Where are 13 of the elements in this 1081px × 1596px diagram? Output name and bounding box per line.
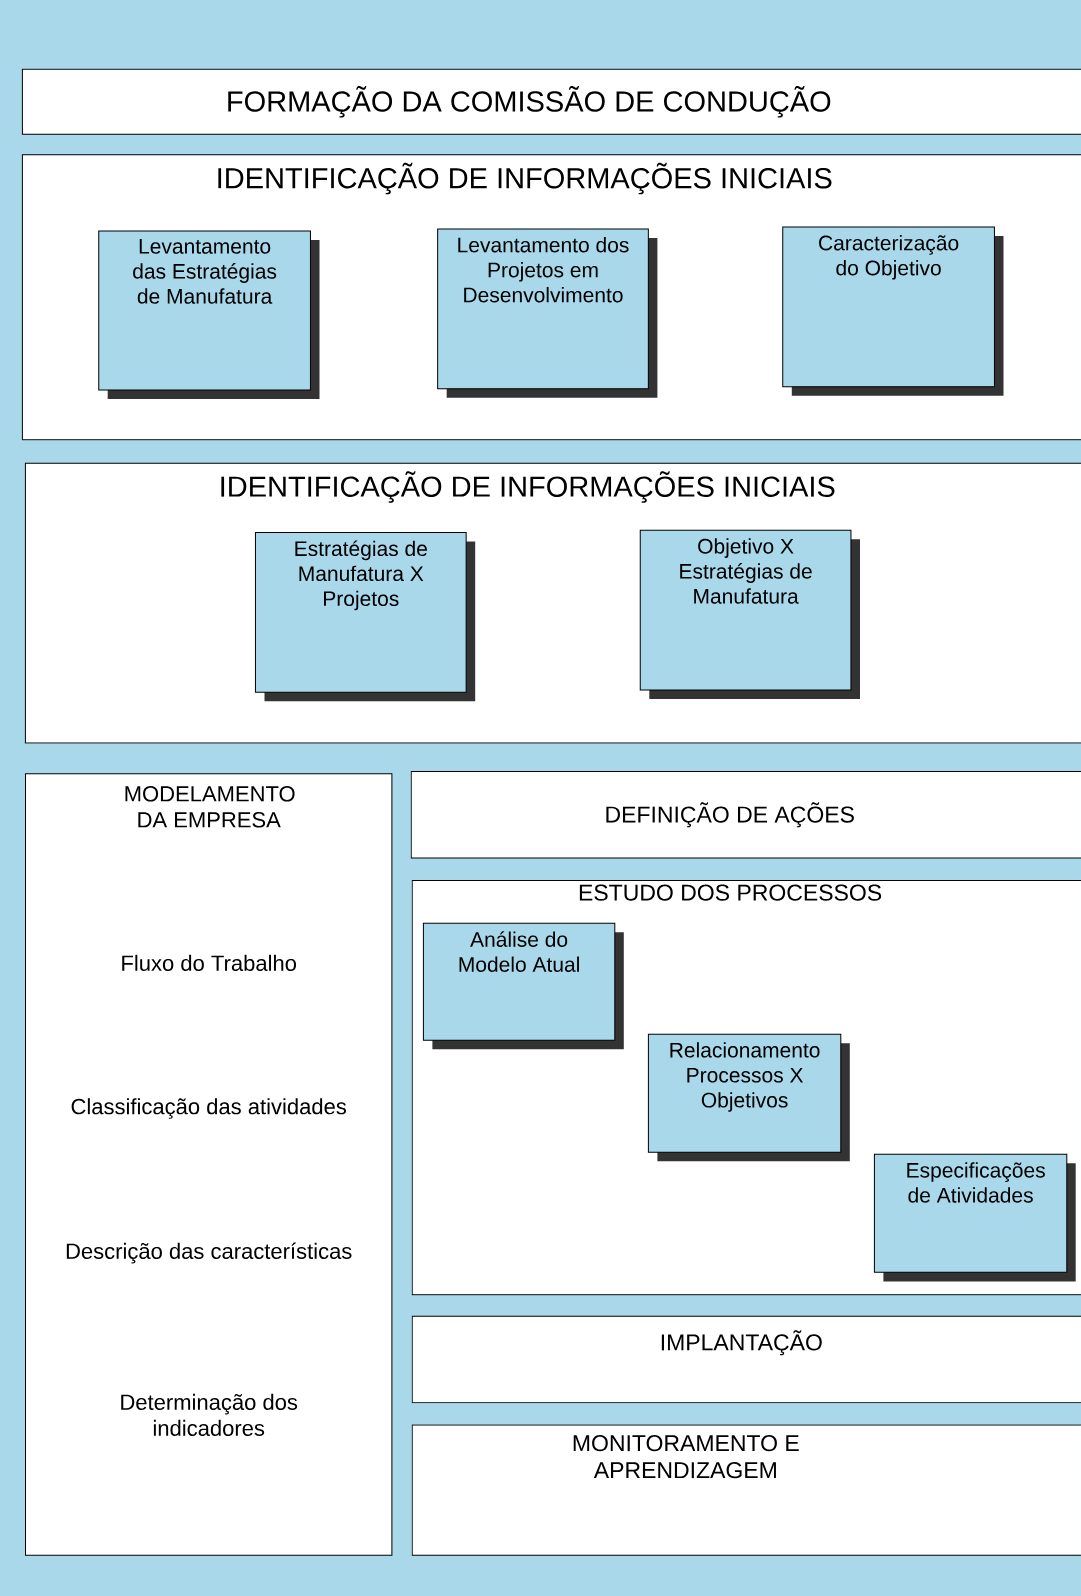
stage-box: FORMAÇÃO DA COMISSÃO DE CONDUÇÃO	[21, 68, 1081, 135]
stage-box: MODELAMENTO DA EMPRESA Fluxo do Trabalho Classificação das atividades Descrição das características Determinação dos indicadores	[25, 773, 393, 1556]
stage-box: IMPLANTAÇÃO	[411, 1315, 1081, 1404]
stage-box: MONITORAMENTO E APRENDIZAGEM	[411, 1424, 1081, 1556]
shadowed-box: Objetivo X Estratégias de Manufatura	[639, 529, 860, 700]
shadowed-box: Levantamento das Estratégias de Manufatura	[98, 230, 320, 399]
shadowed-box: Análise do Modelo Atual	[422, 922, 624, 1050]
shadowed-box: Estratégias de Manufatura X Projetos	[254, 531, 476, 702]
shadowed-box: Levantamento dos Projetos em Desenvolvimento	[437, 228, 658, 398]
shadowed-box: Caracterização do Objetivo	[782, 226, 1004, 396]
stage-box: DEFINIÇÃO DE AÇÕES	[410, 771, 1081, 859]
shadowed-box: Relacionamento Processos X Objetivos	[647, 1033, 850, 1162]
shadowed-box: Especificações de Atividades	[873, 1153, 1076, 1282]
